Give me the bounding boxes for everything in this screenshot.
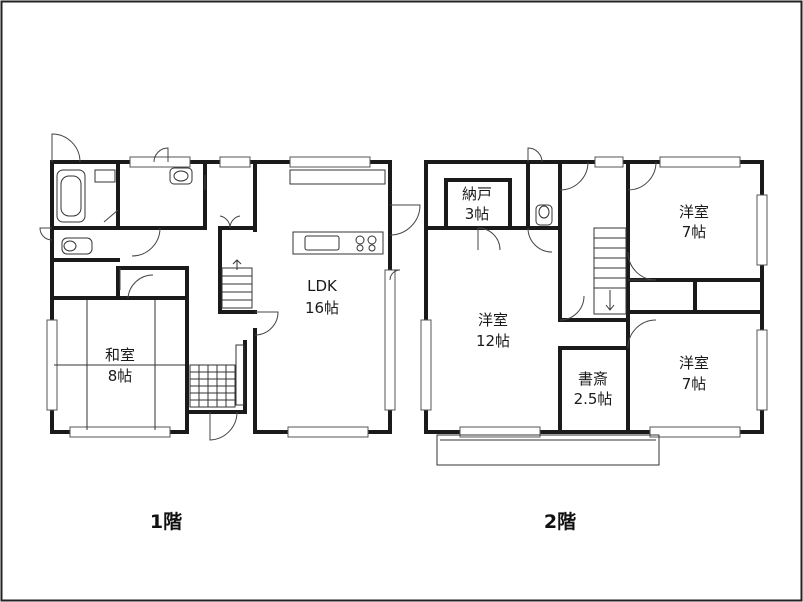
room-name-youshitsu-7-lower: 洋室	[679, 354, 709, 372]
room-labels: LDK 16帖 和室 8帖 納戸 3帖 洋室 12帖 書斎 2.5帖 洋室 7帖…	[105, 185, 709, 533]
room-name-nando: 納戸	[462, 185, 492, 203]
room-name-ldk: LDK	[307, 277, 338, 295]
room-size-ldk: 16帖	[305, 299, 339, 317]
room-name-youshitsu-7-upper: 洋室	[679, 203, 709, 221]
floor-label-2: 2階	[544, 511, 576, 533]
room-name-shosai: 書斎	[578, 370, 608, 388]
room-size-washitsu: 8帖	[108, 367, 133, 385]
room-name-washitsu: 和室	[105, 346, 135, 364]
room-size-nando: 3帖	[465, 205, 490, 223]
floor-2-plan	[420, 147, 768, 466]
room-name-youshitsu-12: 洋室	[478, 311, 508, 329]
room-size-youshitsu-12: 12帖	[476, 332, 510, 350]
room-size-shosai: 2.5帖	[574, 390, 613, 408]
floor-label-1: 1階	[150, 511, 182, 533]
room-size-youshitsu-7-lower: 7帖	[682, 375, 707, 393]
room-size-youshitsu-7-upper: 7帖	[682, 223, 707, 241]
floor-1-plan	[39, 133, 421, 441]
